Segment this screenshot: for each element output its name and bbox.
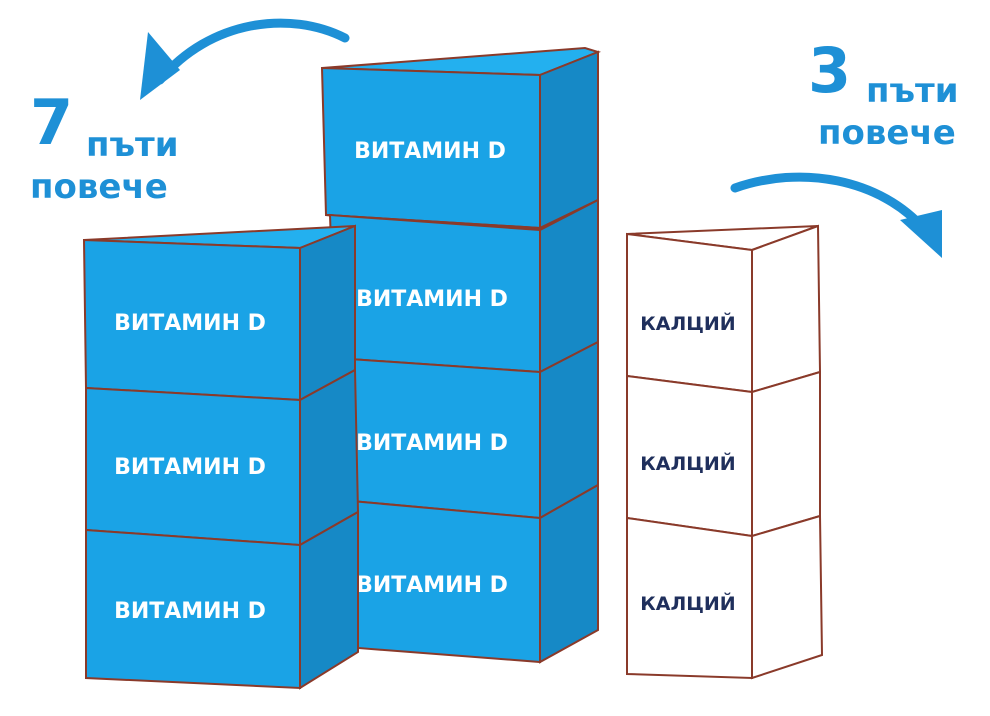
vitamin-box: ВИТАМИН D [320, 46, 602, 230]
vitamin-box-label: ВИТАМИН D [354, 139, 506, 164]
left-note-number: 7 [30, 86, 74, 159]
vitamin-box-label: ВИТАМИН D [356, 431, 508, 456]
vitamin-box: ВИТАМИН D [82, 224, 356, 402]
right-calcium-stack: КАЛЦИЙ КАЛЦИЙ КАЛЦИЙ [626, 224, 824, 680]
left-note-line2: повече [30, 167, 168, 207]
vitamin-box: ВИТАМИН D [325, 198, 599, 374]
calcium-box-label: КАЛЦИЙ [640, 592, 735, 615]
right-note-line2: повече [818, 113, 956, 153]
calcium-box-label: КАЛЦИЙ [640, 452, 735, 475]
vitamin-box: ВИТАМИН D [85, 510, 359, 690]
vitamin-box-label: ВИТАМИН D [356, 287, 508, 312]
calcium-box: КАЛЦИЙ [626, 224, 822, 394]
left-arrow-icon [140, 18, 350, 100]
middle-vitamin-stack: ВИТАМИН D ВИТАМИН D ВИТАМИН D ВИТАМИН D [320, 46, 602, 664]
vitamin-box-label: ВИТАМИН D [114, 599, 266, 624]
left-vitamin-stack: ВИТАМИН D ВИТАМИН D ВИТАМИН D [82, 224, 360, 690]
calcium-box: КАЛЦИЙ [626, 514, 824, 680]
calcium-box-label: КАЛЦИЙ [640, 312, 735, 335]
right-note-line1: пъти [866, 71, 959, 111]
vitamin-box: ВИТАМИН D [333, 340, 599, 520]
left-note-line1: пъти [86, 125, 179, 165]
vitamin-box-label: ВИТАМИН D [114, 455, 266, 480]
vitamin-box: ВИТАМИН D [85, 368, 360, 547]
right-arrow-icon [730, 172, 942, 258]
vitamin-box-label: ВИТАМИН D [356, 573, 508, 598]
calcium-box: КАЛЦИЙ [626, 370, 821, 538]
vitamin-box: ВИТАМИН D [338, 483, 599, 664]
right-note-number: 3 [808, 34, 852, 107]
vitamin-box-label: ВИТАМИН D [114, 311, 266, 336]
